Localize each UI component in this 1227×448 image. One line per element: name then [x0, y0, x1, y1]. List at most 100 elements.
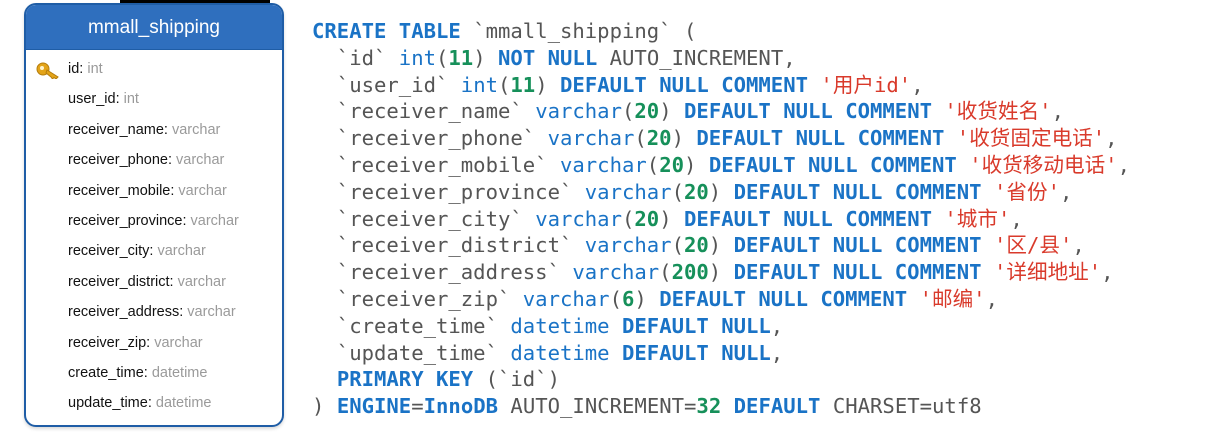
sql-token: DEFAULT NULL COMMENT [733, 233, 982, 258]
sql-token: 20 [634, 99, 660, 124]
sql-token: NOT NULL [498, 45, 598, 70]
sql-token: PRIMARY KEY [336, 367, 474, 392]
sql-token: 32 [696, 394, 722, 419]
sql-token: ( [621, 206, 635, 231]
sql-line: `receiver_zip` varchar(6) DEFAULT NULL C… [312, 286, 1227, 313]
sql-token: `receiver_district` [312, 233, 585, 258]
sql-token: ) [708, 233, 734, 258]
er-field-type: varchar [177, 273, 226, 290]
sql-token: ( [621, 99, 635, 124]
er-field-separator: : [79, 61, 88, 77]
er-field-label: receiver_phone: varchar [68, 145, 224, 175]
er-field-row: receiver_city: varchar [26, 236, 282, 266]
sql-token: datetime [510, 340, 610, 365]
sql-token: InnoDB [423, 394, 499, 419]
er-field-type: int [123, 91, 139, 108]
er-field-label: receiver_city: varchar [68, 236, 206, 266]
sql-token: ( [609, 286, 622, 311]
sql-token: , [770, 340, 784, 365]
sql-token: `receiver_name` [312, 99, 536, 124]
er-field-label: user_id: int [68, 84, 139, 114]
sql-code-block: CREATE TABLE `mmall_shipping` ( `id` int… [312, 18, 1227, 420]
sql-token: , [1101, 260, 1114, 285]
sql-token: `receiver_city` [312, 206, 536, 231]
sql-token: `receiver_zip` [312, 286, 523, 311]
sql-token: varchar [547, 126, 635, 151]
er-field-name: receiver_city [68, 243, 150, 260]
sql-token: ) [659, 206, 685, 231]
sql-token: 20 [634, 206, 660, 231]
er-field-label: receiver_zip: varchar [68, 328, 203, 358]
sql-token: DEFAULT NULL COMMENT [684, 99, 932, 124]
er-field-row: create_time: datetime [26, 358, 282, 388]
er-field-type: varchar [178, 182, 227, 199]
sql-token: ) [671, 126, 697, 151]
er-field-row: update_time: datetime [26, 388, 282, 418]
sql-token: DEFAULT NULL COMMENT [733, 260, 982, 285]
sql-token: 20 [659, 152, 684, 177]
er-field-name: receiver_mobile [68, 182, 171, 199]
er-field-row: user_id: int [26, 84, 282, 114]
sql-token: DEFAULT NULL [622, 340, 771, 365]
er-field-type: varchar [171, 121, 221, 138]
sql-token: , [1117, 152, 1130, 177]
sql-token: '区/县' [994, 233, 1073, 258]
sql-token: 20 [683, 233, 709, 258]
sql-token: DEFAULT NULL COMMENT [560, 72, 809, 97]
sql-token: varchar [559, 152, 647, 177]
sql-token: '城市' [944, 206, 1011, 231]
sql-token: DEFAULT NULL COMMENT [708, 152, 957, 177]
sql-line: `receiver_phone` varchar(20) DEFAULT NUL… [312, 125, 1227, 152]
sql-token [982, 233, 994, 257]
er-field-row: receiver_address: varchar [26, 297, 282, 327]
sql-token: ( [436, 45, 449, 70]
er-field-name: receiver_phone [68, 152, 168, 169]
er-field-type: int [87, 61, 103, 77]
sql-token: , [770, 313, 784, 338]
sql-token: ( [671, 179, 684, 204]
sql-token: ( [646, 152, 660, 177]
sql-token: varchar [535, 206, 622, 231]
sql-line: PRIMARY KEY (`id`) [312, 366, 1227, 393]
er-field-label: receiver_province: varchar [68, 206, 239, 236]
top-edge-strip [120, 0, 270, 3]
er-field-label: id: int [68, 54, 103, 84]
er-field-type: datetime [155, 395, 212, 412]
sql-token: varchar [535, 99, 622, 124]
sql-token: ) [634, 286, 660, 311]
sql-token: int [460, 72, 498, 97]
er-field-row: receiver_name: varchar [26, 115, 282, 145]
sql-token: `mmall_shipping` ( [460, 19, 697, 43]
er-field-type: varchar [157, 243, 206, 260]
sql-token: AUTO_INCREMENT, [597, 45, 796, 70]
sql-token: '用户id' [820, 72, 912, 97]
sql-token: DEFAULT [733, 394, 821, 419]
sql-line: CREATE TABLE `mmall_shipping` ( [312, 18, 1227, 45]
er-field-separator: : [147, 395, 156, 412]
er-field-separator: : [167, 152, 177, 169]
sql-token: '收货固定电话' [956, 126, 1106, 151]
sql-line: `user_id` int(11) DEFAULT NULL COMMENT '… [312, 72, 1227, 99]
sql-token: CREATE TABLE [312, 19, 461, 43]
sql-token: int [398, 45, 436, 70]
er-field-name: user_id [68, 91, 116, 108]
sql-token: ( [671, 233, 684, 258]
sql-token: , [1059, 179, 1073, 204]
sql-token: , [1105, 126, 1118, 151]
er-field-type: varchar [190, 212, 239, 229]
sql-line: `id` int(11) NOT NULL AUTO_INCREMENT, [312, 45, 1227, 72]
sql-line: `receiver_province` varchar(20) DEFAULT … [312, 179, 1227, 206]
sql-token: ) [535, 72, 561, 97]
er-field-separator: : [143, 364, 152, 381]
er-field-type: varchar [176, 152, 225, 169]
sql-line: `update_time` datetime DEFAULT NULL, [312, 340, 1227, 367]
sql-token [932, 99, 944, 123]
er-field-name: receiver_name [68, 121, 164, 138]
sql-line: `receiver_mobile` varchar(20) DEFAULT NU… [312, 152, 1227, 179]
sql-token: '邮编' [919, 286, 986, 311]
er-field-name: id [68, 61, 80, 77]
sql-token: , [985, 286, 998, 311]
sql-token: ) [708, 260, 734, 285]
sql-token [907, 287, 919, 311]
